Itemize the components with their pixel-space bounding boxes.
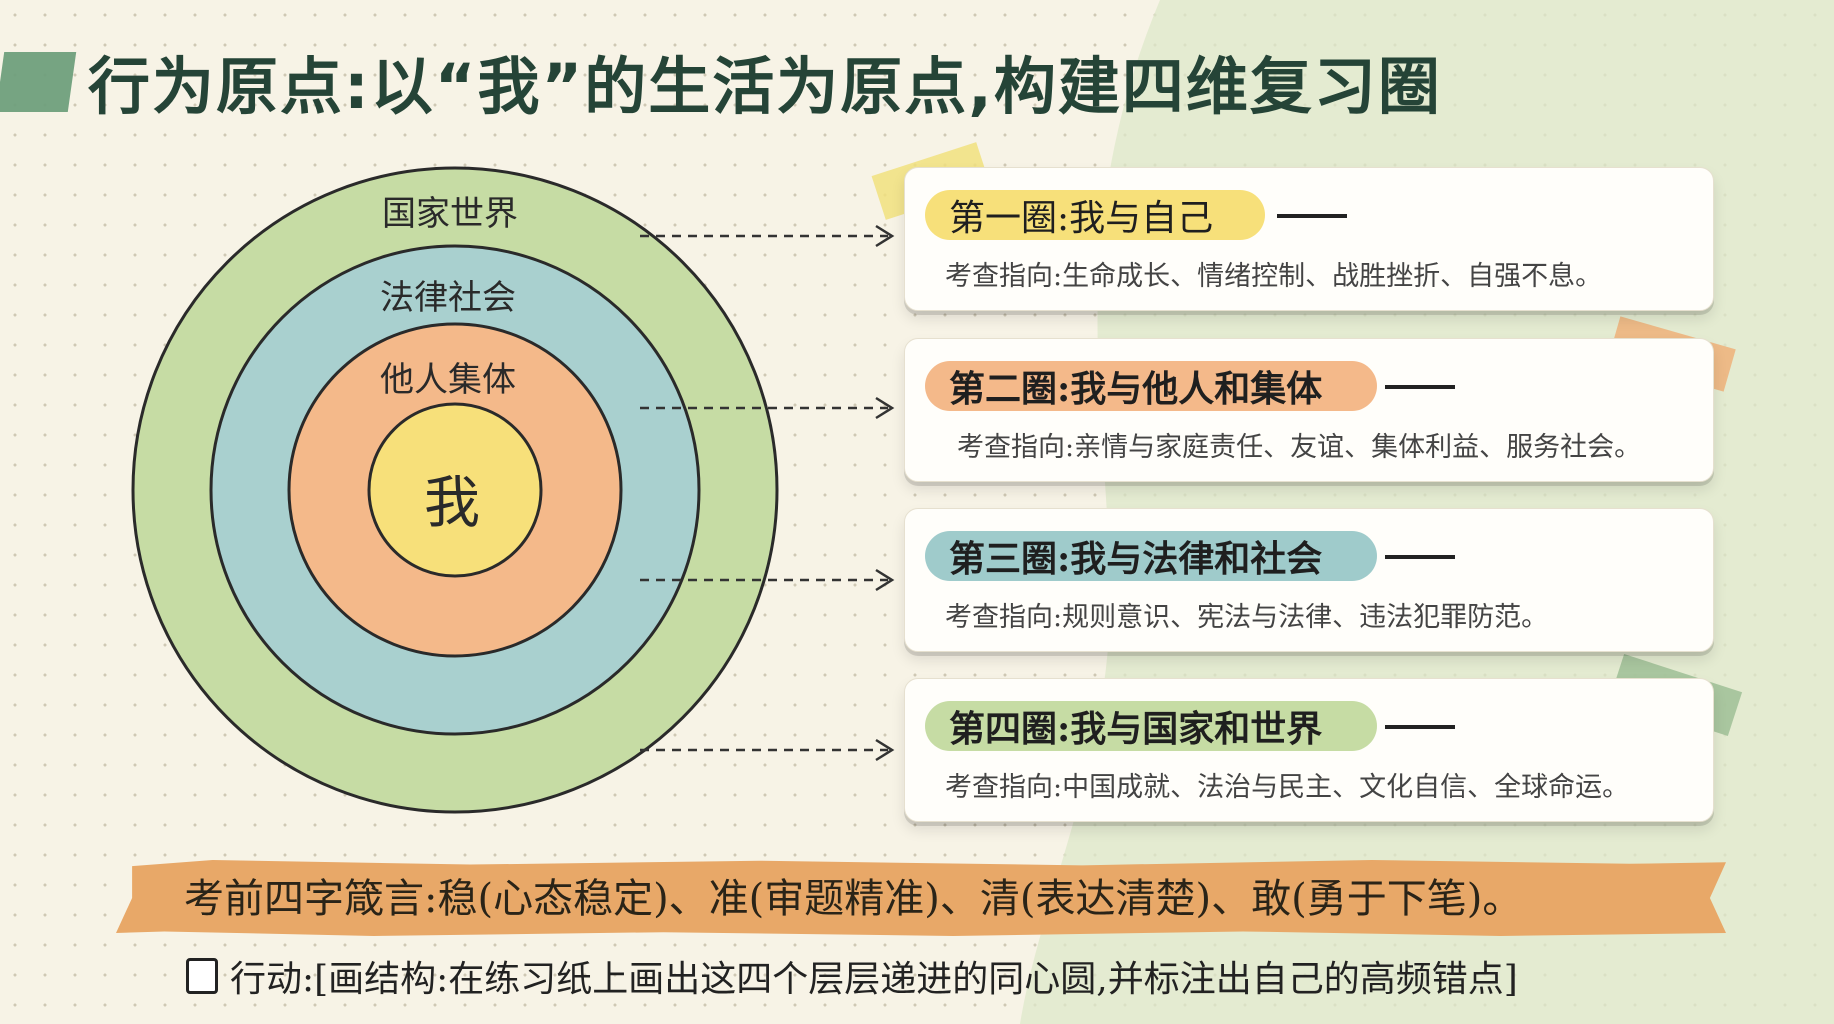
arrow-4-head bbox=[875, 738, 895, 762]
circle-card-3-desc: 考查指向:规则意识、宪法与法律、违法犯罪防范。 bbox=[945, 602, 1549, 633]
circle-card-1-desc: 考查指向:生命成长、情绪控制、战胜挫折、自强不息。 bbox=[945, 261, 1603, 292]
arrow-1-head bbox=[875, 224, 895, 248]
circle-card-1-title-pill: 第一圈:我与自己 bbox=[925, 190, 1265, 240]
circle-card-4-title-pill: 第四圈:我与国家和世界 bbox=[925, 701, 1377, 751]
circle-card-4-dash bbox=[1385, 725, 1455, 729]
ring-label-law-society: 法律社会 bbox=[380, 278, 516, 318]
circle-card-1: 第一圈:我与自己 考查指向:生命成长、情绪控制、战胜挫折、自强不息。 bbox=[904, 167, 1714, 311]
circle-card-2-desc: 考查指向:亲情与家庭责任、友谊、集体利益、服务社会。 bbox=[957, 432, 1642, 463]
ring-label-country-world: 国家世界 bbox=[382, 194, 518, 234]
arrow-2-head bbox=[875, 396, 895, 420]
circle-card-4: 第四圈:我与国家和世界 考查指向:中国成就、法治与民主、文化自信、全球命运。 bbox=[904, 678, 1714, 822]
action-row: 行动:[画结构:在练习纸上画出这四个层层递进的同心圆,并标注出自己的高频错点] bbox=[186, 950, 1518, 1002]
page-title: 行为原点:以“我”的生活为原点,构建四维复习圈 bbox=[88, 50, 1442, 123]
arrow-3-head bbox=[875, 568, 895, 592]
motto-banner bbox=[116, 860, 1726, 936]
action-text: 行动:[画结构:在练习纸上画出这四个层层递进的同心圆,并标注出自己的高频错点] bbox=[230, 959, 1518, 1000]
circle-card-2-dash bbox=[1385, 385, 1455, 389]
ring-label-others-collective: 他人集体 bbox=[380, 360, 516, 400]
circle-card-1-dash bbox=[1277, 214, 1347, 218]
circle-card-2-title: 第二圈:我与他人和集体 bbox=[949, 368, 1323, 410]
connector-arrows bbox=[640, 224, 895, 762]
circle-card-3-dash bbox=[1385, 555, 1455, 559]
ring-center-me bbox=[367, 402, 543, 578]
circle-card-3: 第三圈:我与法律和社会 考查指向:规则意识、宪法与法律、违法犯罪防范。 bbox=[904, 508, 1714, 652]
action-checkbox[interactable] bbox=[186, 958, 218, 994]
circle-card-2-title-pill: 第二圈:我与他人和集体 bbox=[925, 361, 1377, 411]
circle-card-3-title-pill: 第三圈:我与法律和社会 bbox=[925, 531, 1377, 581]
ring-label-center-me: 我 bbox=[424, 471, 480, 536]
circle-card-2: 第二圈:我与他人和集体 考查指向:亲情与家庭责任、友谊、集体利益、服务社会。 bbox=[904, 338, 1714, 482]
circle-card-4-desc: 考查指向:中国成就、法治与民主、文化自信、全球命运。 bbox=[945, 772, 1630, 803]
circle-card-3-title: 第三圈:我与法律和社会 bbox=[949, 538, 1323, 580]
circle-card-4-title: 第四圈:我与国家和世界 bbox=[949, 708, 1323, 750]
circle-card-1-title: 第一圈:我与自己 bbox=[949, 198, 1214, 239]
motto-text: 考前四字箴言:稳(心态稳定)、准(审题精准)、清(表达清楚)、敢(勇于下笔)。 bbox=[184, 876, 1523, 922]
